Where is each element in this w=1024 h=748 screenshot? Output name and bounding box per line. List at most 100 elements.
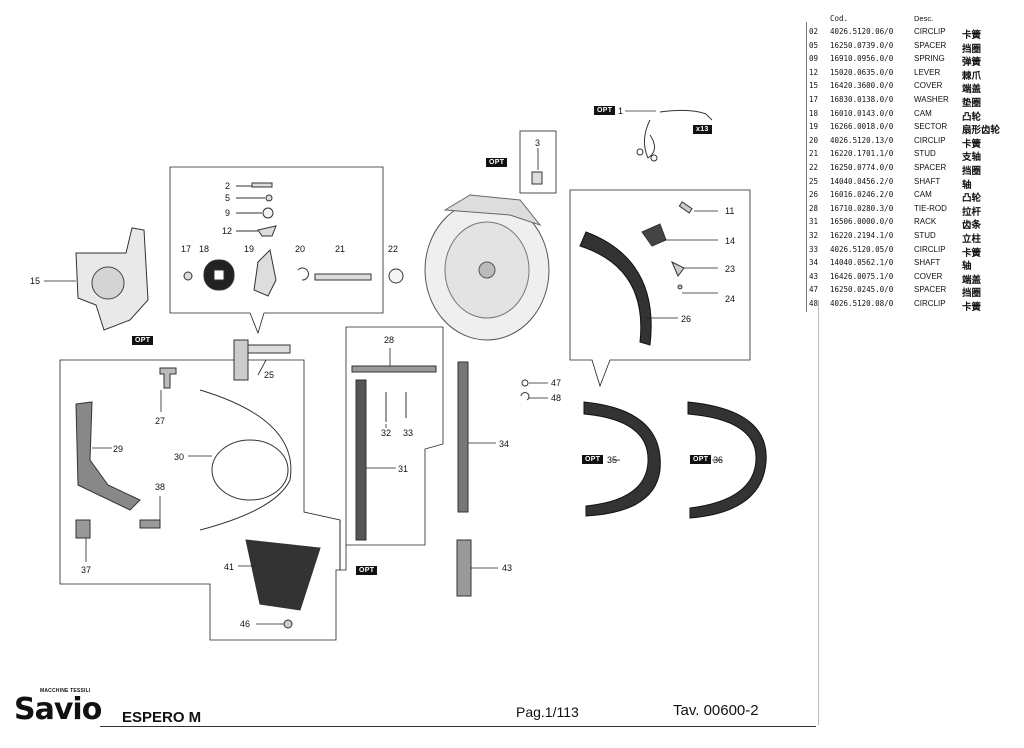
code-cell: 14040.0456.2/0 [830, 176, 894, 186]
position-cell: 15 [809, 81, 819, 91]
part-9 [262, 207, 274, 219]
callout-2: 2 [225, 181, 230, 191]
callout-25: 25 [264, 370, 274, 380]
callout-47: 47 [551, 378, 561, 388]
code-cell: 14040.0562.1/0 [830, 258, 894, 268]
table-header: Cod. Desc. [806, 14, 1016, 26]
callout-35: 35 [607, 455, 617, 465]
description-zh-cell: 支轴 [962, 152, 982, 164]
part-29 [75, 401, 141, 511]
position-cell: 09 [809, 54, 819, 64]
part-27 [159, 367, 177, 389]
code-cell: 4026.5120.06/0 [830, 27, 894, 36]
position-cell: 21 [809, 149, 819, 159]
position-cell: 47 [809, 285, 819, 295]
cable-part-30 [199, 389, 292, 531]
callout-24: 24 [725, 294, 735, 304]
position-cell: 28 [809, 203, 819, 213]
brand-logo: Savio [14, 692, 102, 727]
frame-lever-group [169, 166, 384, 335]
frame-rack-group [59, 326, 444, 571]
main-housing-disc [424, 194, 550, 341]
table-divider [806, 22, 807, 312]
part-12 [257, 225, 277, 237]
description-zh-cell: 挡圈 [962, 165, 982, 177]
column-header-desc: Desc. [914, 14, 934, 23]
part-24 [677, 284, 683, 290]
description-zh-cell: 弹簧 [962, 57, 982, 69]
callout-12: 12 [222, 226, 232, 236]
description-zh-cell: 卡簧 [962, 247, 982, 259]
callout-37: 37 [81, 565, 91, 575]
position-cell: 32 [809, 230, 819, 240]
code-cell: 16266.0018.0/0 [830, 122, 894, 132]
callout-41: 41 [224, 562, 234, 572]
description-cell: CIRCLIP [914, 298, 946, 308]
description-cell: SPRING [914, 54, 945, 64]
table-row: 48 4026.5120.08/0 CIRCLIP 卡簧 [806, 298, 1016, 313]
description-zh-cell: 凸轮 [962, 193, 982, 205]
code-cell: 15020.0635.0/0 [830, 67, 894, 77]
opt-badge-part-35: OPT [582, 455, 604, 464]
position-cell: 25 [809, 176, 819, 186]
spacer-part-47 [521, 379, 529, 387]
column-header-code: Cod. [830, 14, 849, 23]
code-cell: 16426.0075.1/0 [830, 271, 894, 281]
description-cell: LEVER [914, 67, 941, 77]
page-divider [818, 300, 819, 725]
description-zh-cell: 垫圈 [962, 97, 982, 109]
callout-19: 19 [244, 244, 254, 254]
position-cell: 48 [809, 298, 819, 308]
callout-48: 48 [551, 393, 561, 403]
page-number: Pag.1/113 [516, 704, 579, 720]
position-cell: 05 [809, 40, 819, 50]
callout-15: 15 [30, 276, 40, 286]
callout-21: 21 [335, 244, 345, 254]
code-cell: 4026.5120.05/0 [830, 244, 894, 254]
code-cell: 4026.5120.13/0 [830, 135, 894, 145]
opt-badge-rack-group: OPT [132, 336, 154, 345]
callout-27: 27 [155, 416, 165, 426]
description-cell: COVER [914, 271, 943, 281]
description-zh-cell: 扇形齿轮 [962, 125, 1001, 137]
part-46 [283, 619, 293, 629]
description-zh-cell: 端盖 [962, 84, 982, 96]
description-cell: SPACER [914, 40, 947, 50]
description-zh-cell: 棘爪 [962, 70, 982, 82]
callout-26: 26 [681, 314, 691, 324]
tie-rod-part-11 [678, 201, 693, 214]
callout-18: 18 [199, 244, 209, 254]
description-cell: CIRCLIP [914, 244, 946, 254]
code-cell: 16016.0246.2/0 [830, 190, 894, 200]
position-cell: 18 [809, 108, 819, 118]
description-zh-cell: 卡簧 [962, 301, 982, 313]
description-cell: CIRCLIP [914, 135, 946, 145]
callout-23: 23 [725, 264, 735, 274]
tie-rod-part-28 [351, 365, 437, 373]
circlip-part-20 [297, 267, 309, 281]
footer-rule [100, 726, 816, 727]
description-cell: TIE-ROD [914, 203, 947, 213]
callout-11: 11 [725, 206, 734, 216]
sector-part-19 [253, 248, 277, 297]
callout-20: 20 [295, 244, 305, 254]
description-cell: SHAFT [914, 258, 941, 268]
callout-43: 43 [502, 563, 512, 573]
callout-46: 46 [240, 619, 250, 629]
code-cell: 4026.5120.08/0 [830, 298, 894, 308]
code-cell: 16420.3600.0/0 [830, 81, 894, 91]
position-cell: 34 [809, 258, 819, 268]
